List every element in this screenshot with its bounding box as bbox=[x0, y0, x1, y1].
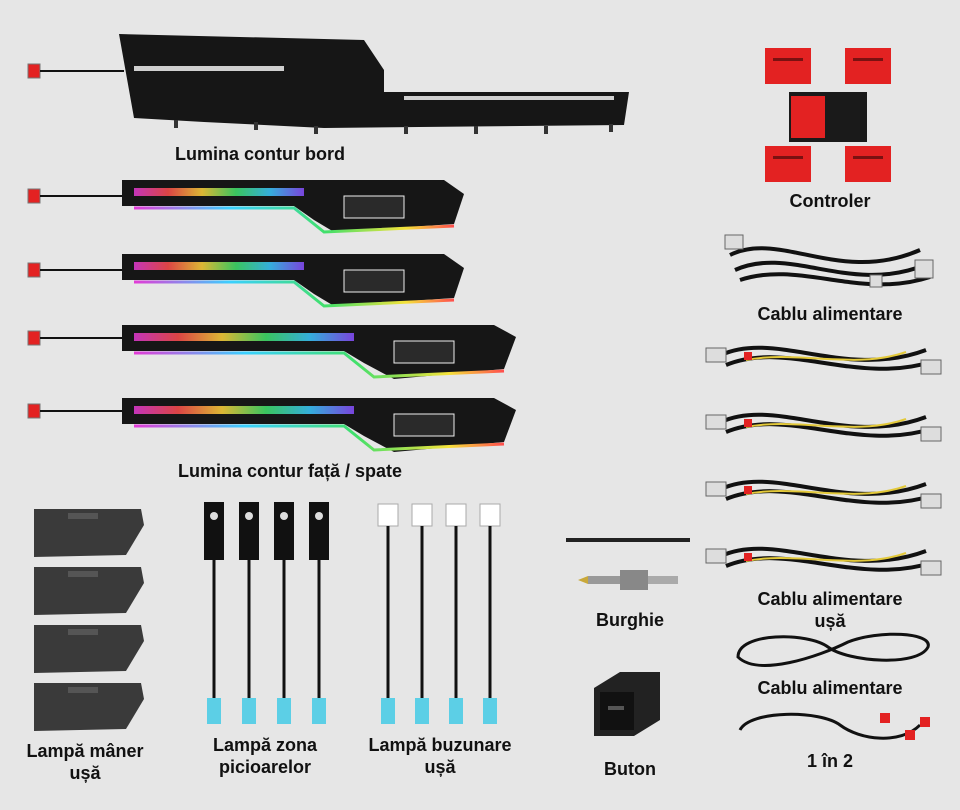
door-cable-label: Cablu alimentare ușă bbox=[757, 589, 903, 631]
splitter-label: 1 în 2 bbox=[806, 751, 854, 771]
power-cable-extension bbox=[728, 622, 938, 682]
splitter-cable bbox=[730, 705, 940, 750]
door-harness-3 bbox=[705, 464, 946, 524]
footwell-lamps bbox=[196, 498, 346, 730]
door-pocket-lamps bbox=[372, 500, 512, 730]
door-harness-1 bbox=[705, 330, 946, 390]
controller-label: Controler bbox=[789, 191, 871, 211]
button-label: Buton bbox=[604, 759, 656, 779]
control-button bbox=[590, 668, 665, 743]
door-handle-lamps bbox=[26, 505, 156, 740]
door-trim-light-2 bbox=[24, 250, 474, 320]
handle-lamp-label: Lampă mâner ușă bbox=[26, 741, 144, 783]
door-strip-label: Lumina contur față / spate bbox=[177, 461, 403, 481]
power-cable-label-2: Cablu alimentare bbox=[757, 678, 903, 698]
door-harness-4 bbox=[705, 531, 946, 591]
controller-unit bbox=[765, 46, 895, 186]
power-cable-label-1: Cablu alimentare bbox=[757, 304, 903, 324]
footwell-lamp-label: Lampă zona picioarelor bbox=[212, 735, 318, 777]
dashboard-trim-light bbox=[24, 30, 634, 140]
door-trim-light-3 bbox=[24, 323, 524, 393]
door-trim-light-1 bbox=[24, 176, 474, 246]
power-harness-main bbox=[720, 225, 940, 305]
dashboard-label: Lumina contur bord bbox=[175, 144, 345, 164]
pocket-lamp-label: Lampă buzunare ușă bbox=[368, 735, 512, 777]
door-trim-light-4 bbox=[24, 396, 524, 466]
drill-bits bbox=[560, 532, 700, 602]
drill-label: Burghie bbox=[595, 610, 664, 630]
door-harness-2 bbox=[705, 397, 946, 457]
